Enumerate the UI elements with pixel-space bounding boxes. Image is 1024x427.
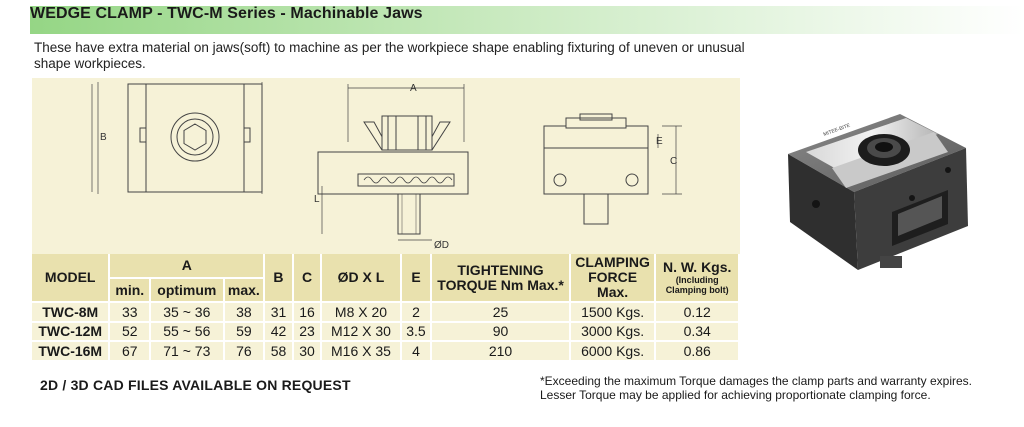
cell-a-optimum: 55 ~ 56	[150, 321, 225, 342]
col-header-b: B	[264, 254, 294, 303]
cell-c: 23	[292, 321, 323, 342]
cell-torque: 90	[431, 321, 571, 342]
force-header-line2: FORCE	[588, 269, 638, 285]
cell-a-max: 38	[223, 302, 266, 323]
dimension-label-c: C	[670, 156, 677, 167]
technical-drawing-panel: B A L ØD	[32, 78, 740, 254]
cell-dxl: M16 X 35	[321, 341, 402, 362]
specification-table: MODEL A B C ØD X L E TIGHTENING TORQUE N…	[32, 254, 740, 362]
weight-header-sub1: (Including	[675, 275, 719, 285]
table-row: TWC-12M 52 55 ~ 56 59 42 23 M12 X 30 3.5…	[32, 321, 740, 342]
cell-model: TWC-16M	[32, 341, 111, 362]
product-photo: MITEE-BITE	[788, 114, 968, 270]
weight-header-sub2: Clamping bolt)	[665, 285, 729, 295]
cell-dxl: M12 X 30	[321, 321, 402, 342]
cell-e: 4	[400, 341, 433, 362]
col-header-torque: TIGHTENING TORQUE Nm Max.*	[431, 254, 571, 303]
force-header-line3: Max.	[597, 284, 629, 300]
table-row: TWC-16M 67 71 ~ 73 76 58 30 M16 X 35 4 2…	[32, 341, 740, 362]
cell-weight: 0.86	[655, 341, 740, 362]
cell-a-min: 52	[109, 321, 152, 342]
col-header-a-max: max.	[223, 278, 266, 303]
cell-a-optimum: 35 ~ 36	[150, 302, 225, 323]
cell-a-min: 33	[109, 302, 152, 323]
col-header-c: C	[292, 254, 323, 303]
dimension-label-od: ØD	[434, 240, 449, 251]
col-header-a-min: min.	[109, 278, 152, 303]
cell-model: TWC-8M	[32, 302, 111, 323]
cell-weight: 0.34	[655, 321, 740, 342]
cell-c: 16	[292, 302, 323, 323]
cell-b: 42	[264, 321, 294, 342]
torque-footnote-line1: *Exceeding the maximum Torque damages th…	[540, 374, 972, 388]
dimension-label-l: L	[314, 194, 320, 205]
cell-model: TWC-12M	[32, 321, 111, 342]
weight-header-line1: N. W. Kgs.	[662, 259, 732, 275]
cell-e: 3.5	[400, 321, 433, 342]
col-header-weight: N. W. Kgs. (Including Clamping bolt)	[655, 254, 740, 303]
side-view-drawing	[543, 113, 682, 225]
cell-a-max: 59	[223, 321, 266, 342]
cell-force: 6000 Kgs.	[569, 341, 657, 362]
top-view-drawing	[91, 82, 263, 194]
cell-torque: 25	[431, 302, 571, 323]
dimension-label-e: E	[656, 136, 663, 147]
col-header-a-optimum: optimum	[150, 278, 225, 303]
col-header-model: MODEL	[32, 254, 111, 303]
front-view-drawing	[317, 84, 469, 241]
cell-a-min: 67	[109, 341, 152, 362]
col-header-force: CLAMPING FORCE Max.	[569, 254, 657, 303]
cell-torque: 210	[431, 341, 571, 362]
cell-c: 30	[292, 341, 323, 362]
technical-drawings: B A L ØD	[91, 82, 682, 251]
intro-text: These have extra material on jaws(soft) …	[34, 40, 745, 71]
cell-e: 2	[400, 302, 433, 323]
col-header-a: A	[109, 254, 266, 279]
force-header-line1: CLAMPING	[575, 254, 650, 270]
cell-force: 3000 Kgs.	[569, 321, 657, 342]
torque-header-line1: TIGHTENING	[457, 261, 544, 278]
page-title: WEDGE CLAMP - TWC-M Series - Machinable …	[30, 5, 423, 22]
cad-files-note: 2D / 3D CAD FILES AVAILABLE ON REQUEST	[40, 377, 351, 393]
cell-dxl: M8 X 20	[321, 302, 402, 323]
cell-weight: 0.12	[655, 302, 740, 323]
cell-a-optimum: 71 ~ 73	[150, 341, 225, 362]
title-bar	[30, 6, 1024, 34]
cell-a-max: 76	[223, 341, 266, 362]
cell-b: 31	[264, 302, 294, 323]
torque-footnote: *Exceeding the maximum Torque damages th…	[540, 374, 1024, 402]
cell-force: 1500 Kgs.	[569, 302, 657, 323]
table-row: TWC-8M 33 35 ~ 36 38 31 16 M8 X 20 2 25 …	[32, 302, 740, 323]
dimension-label-b: B	[100, 132, 107, 143]
dimension-label-a: A	[410, 83, 417, 94]
col-header-e: E	[400, 254, 433, 303]
cell-b: 58	[264, 341, 294, 362]
torque-footnote-line2: Lesser Torque may be applied for achievi…	[540, 388, 931, 402]
col-header-dxl: ØD X L	[321, 254, 402, 303]
torque-header-line2: TORQUE Nm Max.*	[437, 276, 564, 293]
